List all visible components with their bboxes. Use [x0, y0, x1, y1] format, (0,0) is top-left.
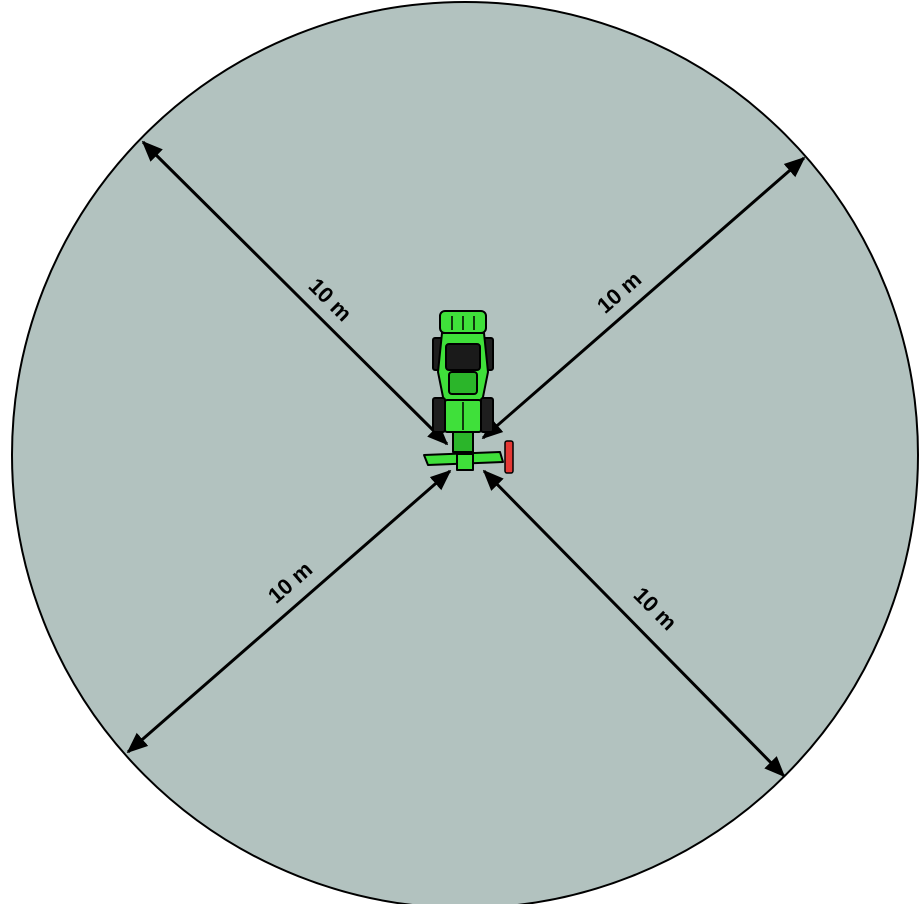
safety-zone-diagram: 10 m 10 m 10 m 10 m: [0, 0, 920, 904]
